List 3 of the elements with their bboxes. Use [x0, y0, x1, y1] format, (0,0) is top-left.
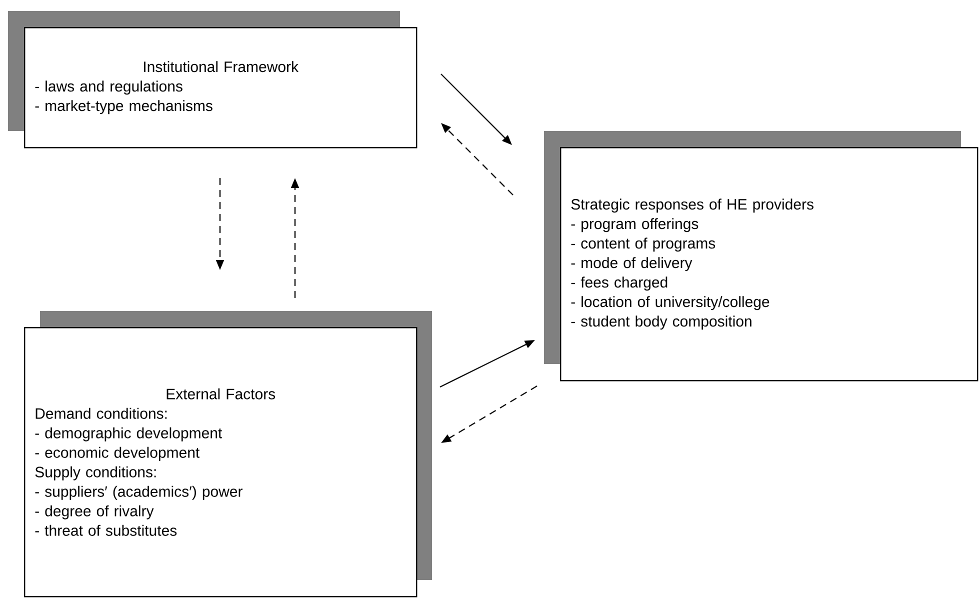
text-box: Institutional Framework - laws and regulations - market-type mechanisms — [24, 27, 418, 148]
text-box: External Factors Demand conditions: - demographic development - economic development Supply conditions: - suppliers′ (academics′) power - degree of rivalry - threat of substitutes — [24, 327, 418, 598]
text-box: Strategic responses of HE providers - program offerings - content of programs - mode of delivery - fees charged - location of university/college - student body composition — [560, 147, 978, 382]
